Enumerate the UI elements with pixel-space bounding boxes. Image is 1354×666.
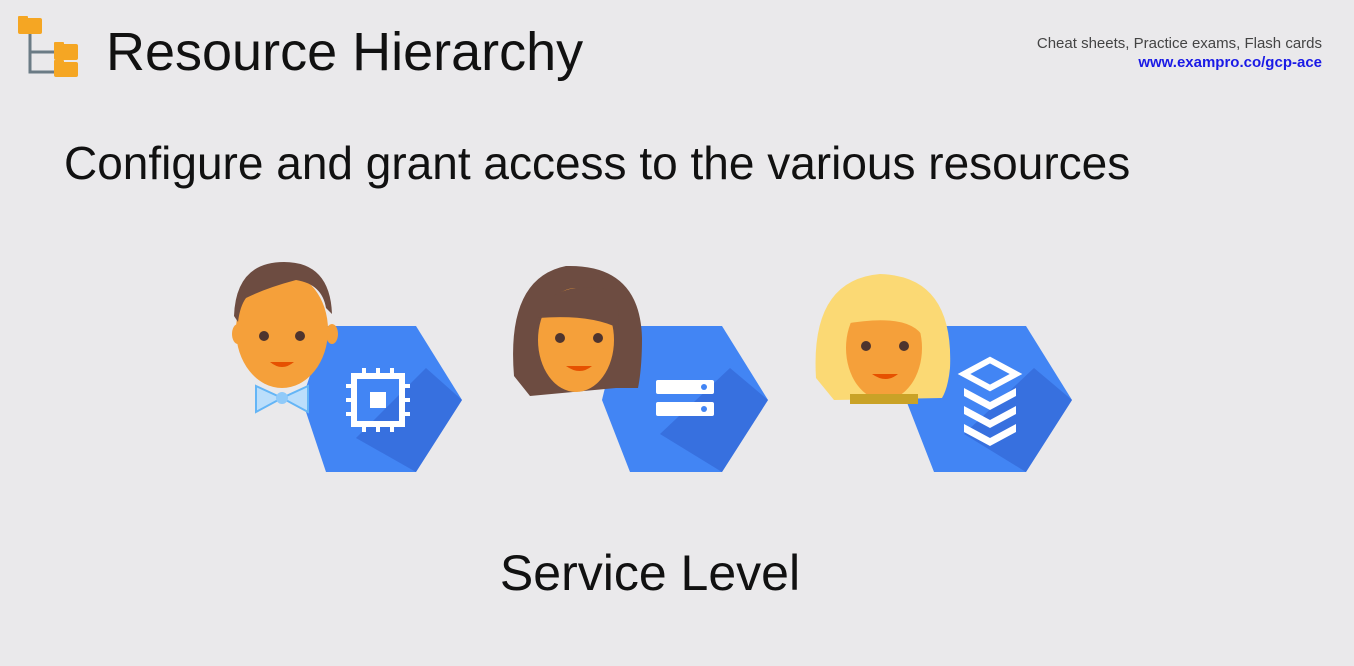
subtitle: Configure and grant access to the variou… — [64, 137, 1131, 189]
man-avatar — [232, 262, 338, 414]
folder-tree-icon — [16, 14, 82, 78]
promo-text: Cheat sheets, Practice exams, Flash card… — [1036, 35, 1322, 52]
hexagon-storage — [602, 326, 768, 472]
storage-server-icon — [656, 380, 714, 416]
persona-woman-brown-hair — [510, 258, 770, 478]
persona-woman-blonde-hair — [814, 258, 1074, 478]
promo-link[interactable]: www.exampro.co/gcp-ace — [1138, 54, 1322, 71]
woman-blonde-avatar — [815, 274, 951, 404]
persona-man-with-bowtie — [226, 258, 486, 478]
promo-block: Cheat sheets, Practice exams, Flash card… — [1037, 34, 1322, 72]
page-title: Resource Hierarchy — [106, 22, 584, 82]
compute-chip-icon — [346, 368, 410, 432]
service-level-caption: Service Level — [499, 545, 801, 601]
woman-brown-avatar — [513, 265, 642, 396]
stacked-layers-icon — [957, 356, 1023, 446]
